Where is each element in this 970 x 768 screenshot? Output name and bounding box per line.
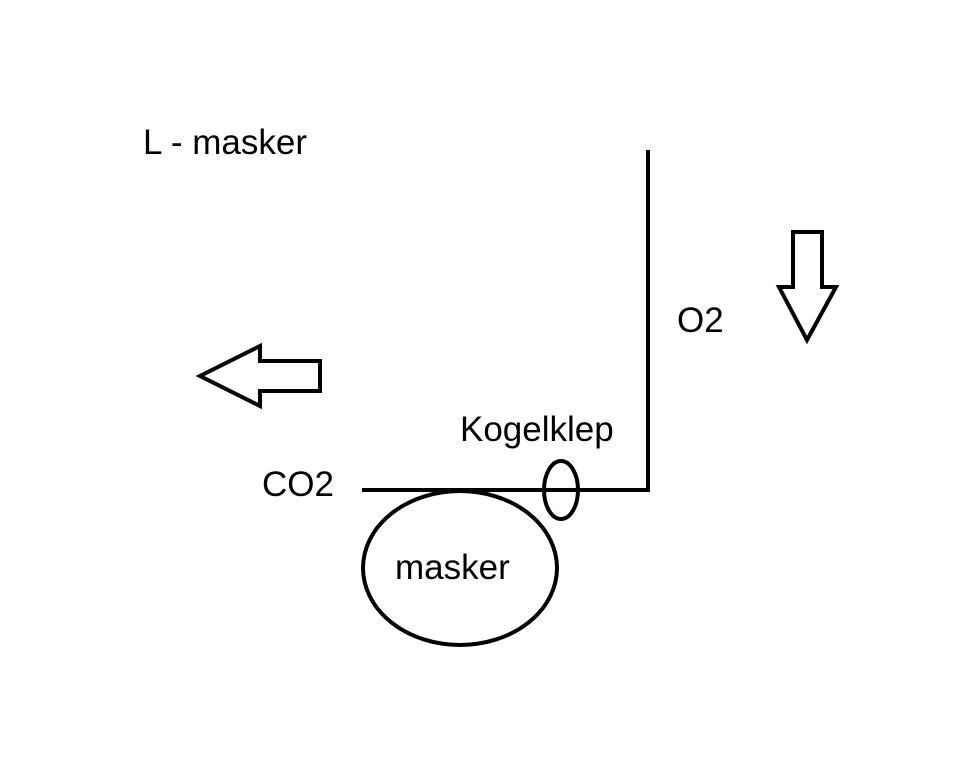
ball-valve — [542, 459, 580, 521]
diagram-title: L - masker — [143, 123, 307, 162]
oxygen-label: O2 — [677, 301, 724, 340]
valve-label: Kogelklep — [460, 410, 614, 449]
arrow-down-icon — [775, 230, 840, 345]
mask-label: masker — [395, 548, 510, 587]
arrow-left-icon — [195, 342, 322, 410]
mask — [361, 489, 559, 647]
carbon-dioxide-label: CO2 — [262, 465, 334, 504]
